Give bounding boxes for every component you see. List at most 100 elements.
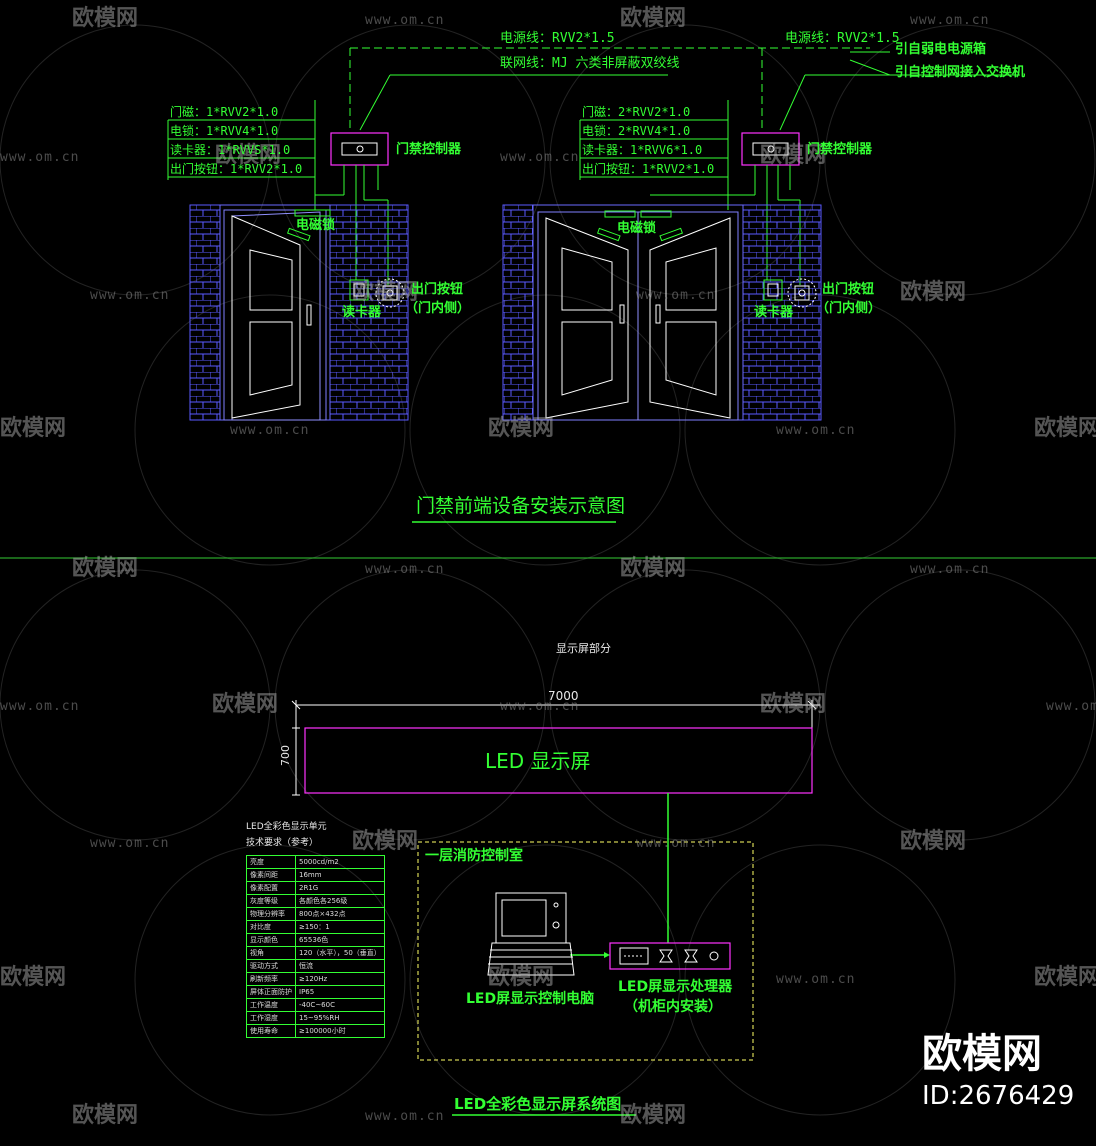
leader-lines (359, 51, 1020, 131)
right-cable-lines (579, 100, 729, 210)
control-room-box (417, 841, 754, 1061)
spec-value: 800点×432点 (295, 907, 385, 921)
left-cable-lines (167, 100, 316, 210)
right-lock-label: 电磁锁 (617, 221, 657, 236)
spec-value: 15~95%RH (295, 1011, 385, 1025)
watermark-url: www.om.cn (910, 13, 990, 28)
power-line-label-left: 电源线：RVV2*1.5 (500, 31, 615, 46)
spec-key: 显示颜色 (246, 933, 296, 947)
left-cable-label: 电锁：1*RVV4*1.0 (170, 124, 279, 138)
pc-label: LED屏显示控制电脑 (466, 991, 595, 1007)
spec-title: LED全彩色显示单元 (246, 822, 327, 832)
right-cable-label: 门磁：2*RVV2*1.0 (582, 105, 691, 119)
left-reader-label: 读卡器 (342, 305, 382, 320)
watermark-brand: 欧模网 (760, 692, 827, 717)
watermark-url: www.om.cn (0, 150, 80, 165)
display-section-label: 显示屏部分 (556, 642, 611, 655)
watermark-brand: 欧模网 (0, 965, 67, 990)
watermark-url: www.om.cn (365, 1109, 445, 1124)
network-line-label: 联网线：MJ 六类非屏蔽双绞线 (500, 56, 680, 71)
power-line-label-right: 电源线：RVV2*1.5 (785, 31, 900, 46)
spec-key: 亮度 (246, 855, 296, 869)
from-switch-label: 引自控制网接入交换机 (895, 65, 1026, 80)
watermark-url: www.om.cn (776, 972, 856, 987)
right-exit-button-note: （门内侧） (816, 301, 882, 316)
right-controller (741, 132, 800, 166)
spec-key: 对比度 (246, 920, 296, 934)
table-row: 灰度等级各颜色各256级 (246, 894, 385, 908)
watermark-brand: 欧模网 (0, 416, 67, 441)
watermark-url: www.om.cn (0, 699, 80, 714)
processor-icon (609, 942, 731, 970)
spec-value: 65536色 (295, 933, 385, 947)
watermark-brand: 欧模网 (620, 6, 687, 31)
watermark-brand: 欧模网 (488, 416, 555, 441)
watermark-brand: 欧模网 (1034, 965, 1096, 990)
from-power-box-label: 引自弱电电源箱 (895, 42, 987, 57)
watermark-brand: 欧模网 (620, 1103, 687, 1128)
watermark-brand: 欧模网 (215, 143, 282, 168)
right-controller-label: 门禁控制器 (807, 142, 873, 157)
spec-key: 灰度等级 (246, 894, 296, 908)
left-controller-label: 门禁控制器 (396, 142, 462, 157)
table-row: 刷新频率≥120Hz (246, 972, 385, 986)
height-dimension: 700 (279, 745, 292, 766)
watermark-url: www.om.cn (636, 836, 716, 851)
watermark-brand: 欧模网 (352, 829, 419, 854)
watermark-brand: 欧模网 (760, 143, 827, 168)
watermark-url: www.om.cn (1046, 699, 1096, 714)
watermark-url: www.om.cn (365, 562, 445, 577)
watermark-url: www.om.cn (90, 836, 170, 851)
watermark-url: www.om.cn (500, 699, 580, 714)
right-exit-button-label: 出门按钮 (822, 282, 875, 297)
watermark-brand: 欧模网 (72, 556, 139, 581)
access-control-title: 门禁前端设备安装示意图 (416, 495, 626, 517)
watermark-url: www.om.cn (90, 288, 170, 303)
spec-key: 刷新频率 (246, 972, 296, 986)
spec-key: 使用寿命 (246, 1024, 296, 1038)
processor-note: （机柜内安装） (624, 999, 722, 1015)
led-screen-group (291, 700, 820, 796)
spec-value: ≥150：1 (295, 920, 385, 934)
led-system-title: LED全彩色显示屏系统图 (454, 1095, 622, 1113)
left-controller (330, 132, 389, 166)
right-reader-label: 读卡器 (754, 305, 794, 320)
right-cable-label: 读卡器：1*RVV6*1.0 (582, 143, 703, 157)
left-cable-label: 出门按钮：1*RVV2*1.0 (170, 162, 303, 176)
table-row: 对比度≥150：1 (246, 920, 385, 934)
brand-id: ID:2676429 (922, 1081, 1075, 1111)
brand-logo: 欧模网 (922, 1031, 1042, 1077)
watermark-brand: 欧模网 (900, 829, 967, 854)
led-screen-label: LED 显示屏 (485, 749, 591, 773)
watermark-url: www.om.cn (500, 150, 580, 165)
spec-key: 工作温度 (246, 998, 296, 1012)
table-row: 工作温度-40C~60C (246, 998, 385, 1012)
spec-value: 各颜色各256级 (295, 894, 385, 908)
left-cable-label: 门磁：1*RVV2*1.0 (170, 105, 279, 119)
left-exit-button-note: （门内侧） (405, 301, 471, 316)
power-trunk (349, 47, 870, 130)
watermark-brand: 欧模网 (900, 280, 967, 305)
pc-icon (487, 892, 575, 976)
spec-key: 驱动方式 (246, 959, 296, 973)
watermark-brand: 欧模网 (212, 692, 279, 717)
watermark-brand: 欧模网 (1034, 416, 1096, 441)
spec-value: -40C~60C (295, 998, 385, 1012)
spec-value: 5000cd/m2 (295, 855, 385, 869)
watermark-url: www.om.cn (910, 562, 990, 577)
left-cable-label: 读卡器：1*RVVS*1.0 (170, 143, 291, 157)
spec-value: 恒流 (295, 959, 385, 973)
left-exit-button-label: 出门按钮 (411, 282, 464, 297)
spec-value: ≥100000小时 (295, 1024, 385, 1038)
watermark-brand: 欧模网 (72, 1103, 139, 1128)
spec-subtitle: 技术要求（参考） (246, 838, 319, 848)
